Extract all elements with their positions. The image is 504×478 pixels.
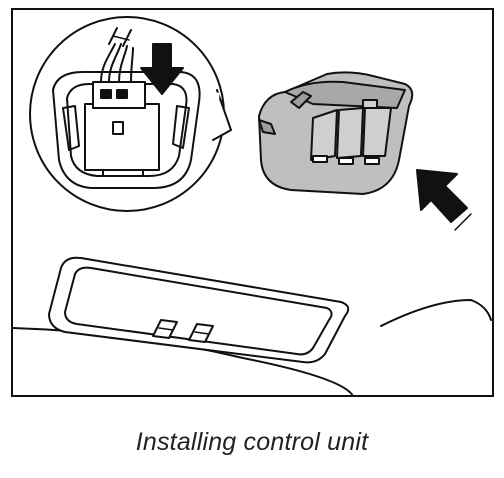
detail-magnifier: [29, 16, 232, 212]
control-unit-button-middle: [336, 107, 364, 159]
connector-latch: [112, 121, 124, 135]
bezel-slot-left: [62, 105, 80, 151]
control-unit-button-left: [310, 109, 338, 161]
insert-arrow-icon: [416, 169, 468, 223]
control-unit-tab: [258, 119, 276, 135]
connector-housing: [84, 103, 160, 171]
down-arrow-icon: [140, 43, 184, 95]
wire-harness: [100, 43, 134, 83]
illustration-frame: [11, 8, 494, 397]
control-unit: [258, 71, 414, 195]
control-unit-lens: [312, 155, 328, 163]
installation-diagram: [13, 16, 492, 395]
connector-pin-right: [116, 89, 128, 99]
console-outer: [48, 256, 350, 364]
overhead-console: [13, 256, 492, 395]
bezel-outline: [52, 71, 201, 189]
connector-pin-left: [100, 89, 112, 99]
console-inner: [64, 266, 333, 356]
figure-caption: Installing control unit: [135, 428, 369, 456]
control-unit-button-right: [362, 107, 392, 157]
bezel-slot-right: [172, 105, 190, 149]
bezel-inner: [66, 83, 188, 177]
